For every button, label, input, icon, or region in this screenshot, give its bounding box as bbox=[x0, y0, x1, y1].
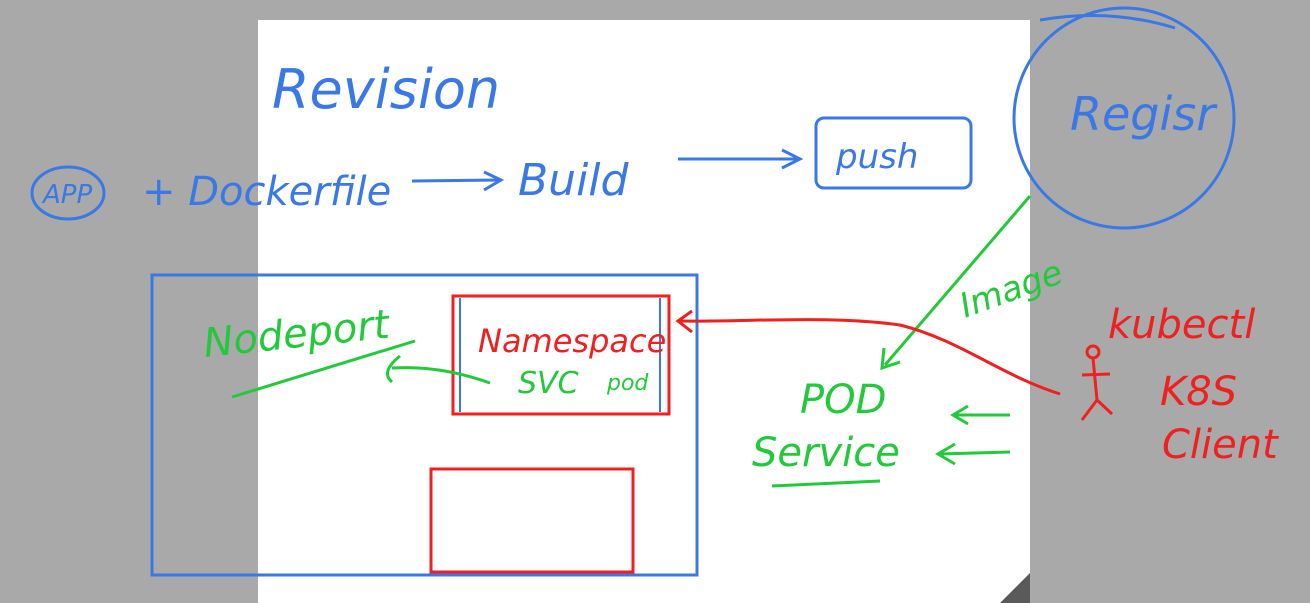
nodeport-underline bbox=[231, 339, 416, 399]
registry-circle-overdraw bbox=[1039, 14, 1176, 30]
title-revision: Revision bbox=[272, 58, 500, 121]
arrow-client-service bbox=[939, 450, 1011, 456]
namespace-box bbox=[451, 294, 671, 416]
arrow-head-build bbox=[483, 170, 505, 192]
arrow-head-push bbox=[781, 148, 804, 170]
pod-label: POD bbox=[800, 377, 886, 423]
page-curl-corner bbox=[1000, 573, 1030, 603]
arrow-head-namespace bbox=[675, 309, 693, 334]
dockerfile-label: + Dockerfile bbox=[142, 169, 391, 215]
push-box bbox=[814, 116, 973, 190]
arrow-head-nodeport bbox=[386, 354, 401, 384]
second-namespace-box bbox=[429, 467, 635, 574]
namespace-label: Namespace bbox=[478, 322, 666, 360]
client-label: Client bbox=[1162, 422, 1279, 468]
arrow-head-pod bbox=[880, 347, 901, 371]
arrow-head-client-service bbox=[935, 442, 956, 466]
app-circle bbox=[30, 165, 106, 221]
cluster-box bbox=[150, 273, 699, 577]
build-label: Build bbox=[518, 155, 630, 206]
arrow-head-client-pod bbox=[950, 404, 969, 426]
arrow-dockerfile-build bbox=[411, 178, 501, 183]
registry-label: Regisr bbox=[1070, 87, 1218, 141]
pod-small-label: pod bbox=[606, 371, 649, 396]
app-label: APP bbox=[41, 180, 92, 210]
svc-label: SVC bbox=[518, 366, 579, 401]
arrow-svc-nodeport bbox=[391, 366, 491, 385]
k8s-label: K8S bbox=[1160, 369, 1237, 415]
push-label: push bbox=[835, 137, 918, 177]
arrow-registry-pod bbox=[883, 195, 1032, 366]
kubectl-label: kubectl bbox=[1108, 302, 1255, 348]
registry-circle bbox=[1012, 6, 1236, 230]
arrow-kubectl-namespace bbox=[679, 318, 1061, 396]
client-stick-figure bbox=[1080, 344, 1114, 421]
service-underline bbox=[771, 479, 881, 488]
service-label: Service bbox=[752, 430, 900, 476]
